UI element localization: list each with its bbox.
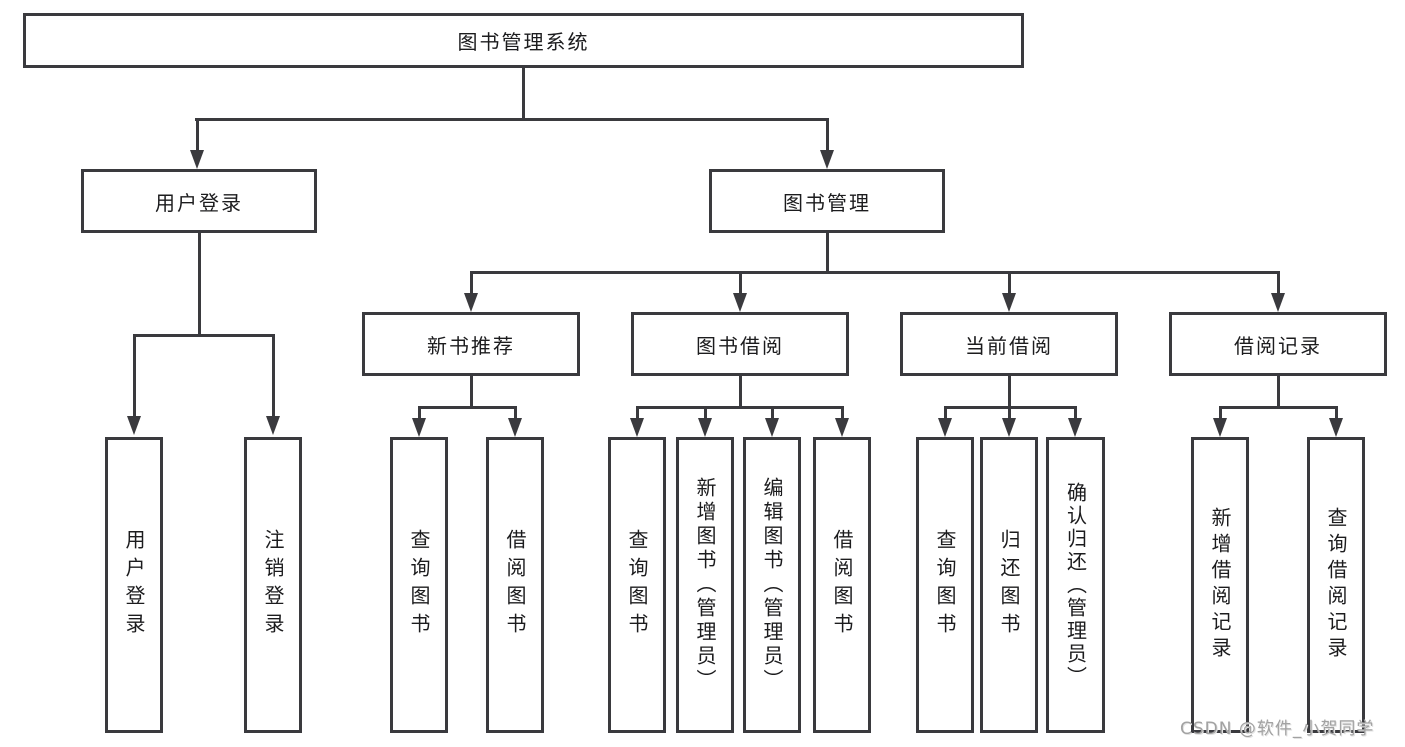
connector-drop-current-borrow — [1008, 271, 1011, 295]
arrowhead-leaf-logout — [266, 416, 280, 435]
leaf-add-book-admin: 新增图书（管理员） — [676, 437, 734, 733]
arrowhead-leaf-edit-book — [765, 418, 779, 437]
leaf-query-books-borrow-label: 查询图书 — [625, 529, 649, 641]
arrowhead-current-borrow — [1002, 293, 1016, 312]
leaf-confirm-return-admin-label: 确认归还（管理员） — [1063, 481, 1088, 689]
connector-book-borrow-stem — [739, 376, 742, 409]
connector-user-login-stem — [198, 233, 201, 337]
node-root: 图书管理系统 — [23, 13, 1024, 68]
connector-drop-leaf-query1 — [418, 406, 421, 420]
node-current-borrow: 当前借阅 — [900, 312, 1118, 376]
arrowhead-leaf-add-book — [698, 418, 712, 437]
node-new-book-recommend-label: 新书推荐 — [427, 333, 515, 358]
connector-drop-user-login — [196, 118, 199, 153]
leaf-user-login: 用户登录 — [105, 437, 163, 733]
connector-level2-rail — [195, 118, 829, 121]
arrowhead-leaf-query3 — [938, 418, 952, 437]
arrowhead-leaf-login — [127, 416, 141, 435]
leaf-add-borrow-record: 新增借阅记录 — [1191, 437, 1249, 733]
leaf-borrow-books-2-label: 借阅图书 — [830, 529, 854, 641]
leaf-return-book-label: 归还图书 — [997, 529, 1021, 641]
connector-new-books-stem — [470, 376, 473, 409]
arrowhead-leaf-borrow1 — [508, 418, 522, 437]
connector-drop-leaf-add-record — [1219, 406, 1222, 420]
connector-book-borrow-rail — [636, 406, 844, 409]
connector-drop-leaf-return — [1008, 406, 1011, 420]
node-current-borrow-label: 当前借阅 — [965, 333, 1053, 358]
node-book-management-label: 图书管理 — [783, 190, 871, 215]
connector-borrow-record-rail — [1219, 406, 1338, 409]
leaf-edit-book-admin-label: 编辑图书（管理员） — [760, 477, 784, 693]
leaf-return-book: 归还图书 — [980, 437, 1038, 733]
connector-drop-leaf-borrow2 — [841, 406, 844, 420]
leaf-logout: 注销登录 — [244, 437, 302, 733]
connector-new-books-rail — [418, 406, 517, 409]
connector-drop-leaf-edit-book — [771, 406, 774, 420]
leaf-add-book-admin-label: 新增图书（管理员） — [693, 477, 717, 693]
connector-drop-leaf-logout — [272, 334, 275, 418]
leaf-add-borrow-record-label: 新增借阅记录 — [1208, 507, 1232, 663]
connector-drop-leaf-borrow1 — [514, 406, 517, 420]
arrowhead-user-login — [190, 150, 204, 169]
watermark: CSDN @软件_小贺同学 — [1180, 719, 1375, 739]
connector-drop-leaf-add-book — [704, 406, 707, 420]
leaf-query-books-borrow: 查询图书 — [608, 437, 666, 733]
arrowhead-borrow-records — [1271, 293, 1285, 312]
leaf-query-books-current: 查询图书 — [916, 437, 974, 733]
node-borrow-record-label: 借阅记录 — [1234, 333, 1322, 358]
leaf-query-books-recommend-label: 查询图书 — [407, 529, 431, 641]
connector-drop-leaf-query-record — [1335, 406, 1338, 420]
node-book-management: 图书管理 — [709, 169, 945, 233]
leaf-query-borrow-record-label: 查询借阅记录 — [1324, 507, 1348, 663]
connector-drop-book-borrow — [739, 271, 742, 295]
arrowhead-leaf-borrow2 — [835, 418, 849, 437]
leaf-confirm-return-admin: 确认归还（管理员） — [1046, 437, 1105, 733]
node-root-label: 图书管理系统 — [457, 30, 590, 54]
connector-drop-leaf-query2 — [636, 406, 639, 420]
connector-book-mgmt-stem — [826, 233, 829, 274]
leaf-logout-label: 注销登录 — [261, 529, 285, 641]
arrowhead-leaf-return — [1002, 418, 1016, 437]
leaf-query-books-current-label: 查询图书 — [933, 529, 957, 641]
node-user-login: 用户登录 — [81, 169, 317, 233]
leaf-edit-book-admin: 编辑图书（管理员） — [743, 437, 801, 733]
connector-drop-book-mgmt — [826, 118, 829, 153]
connector-borrow-record-stem — [1277, 376, 1280, 409]
node-user-login-label: 用户登录 — [155, 190, 243, 215]
arrowhead-book-mgmt — [820, 150, 834, 169]
connector-drop-leaf-query3 — [944, 406, 947, 420]
connector-drop-leaf-login — [133, 334, 136, 418]
arrowhead-new-books — [464, 293, 478, 312]
connector-level3-rail — [470, 271, 1280, 274]
connector-drop-new-books — [470, 271, 473, 295]
leaf-borrow-books-2: 借阅图书 — [813, 437, 871, 733]
leaf-query-books-recommend: 查询图书 — [390, 437, 448, 733]
arrowhead-book-borrow — [733, 293, 747, 312]
connector-root-stem — [522, 66, 525, 120]
node-new-book-recommend: 新书推荐 — [362, 312, 580, 376]
arrowhead-leaf-query-record — [1329, 418, 1343, 437]
connector-drop-borrow-records — [1277, 271, 1280, 295]
leaf-borrow-books-recommend: 借阅图书 — [486, 437, 544, 733]
arrowhead-leaf-query2 — [630, 418, 644, 437]
connector-drop-leaf-confirm-return — [1074, 406, 1077, 420]
connector-user-login-rail — [133, 334, 275, 337]
node-borrow-record: 借阅记录 — [1169, 312, 1387, 376]
arrowhead-leaf-add-record — [1213, 418, 1227, 437]
arrowhead-leaf-confirm-return — [1068, 418, 1082, 437]
node-book-borrow: 图书借阅 — [631, 312, 849, 376]
node-book-borrow-label: 图书借阅 — [696, 333, 784, 358]
arrowhead-leaf-query1 — [412, 418, 426, 437]
leaf-borrow-books-recommend-label: 借阅图书 — [503, 529, 527, 641]
leaf-query-borrow-record: 查询借阅记录 — [1307, 437, 1365, 733]
connector-current-borrow-stem — [1008, 376, 1011, 409]
leaf-user-login-label: 用户登录 — [122, 529, 146, 641]
